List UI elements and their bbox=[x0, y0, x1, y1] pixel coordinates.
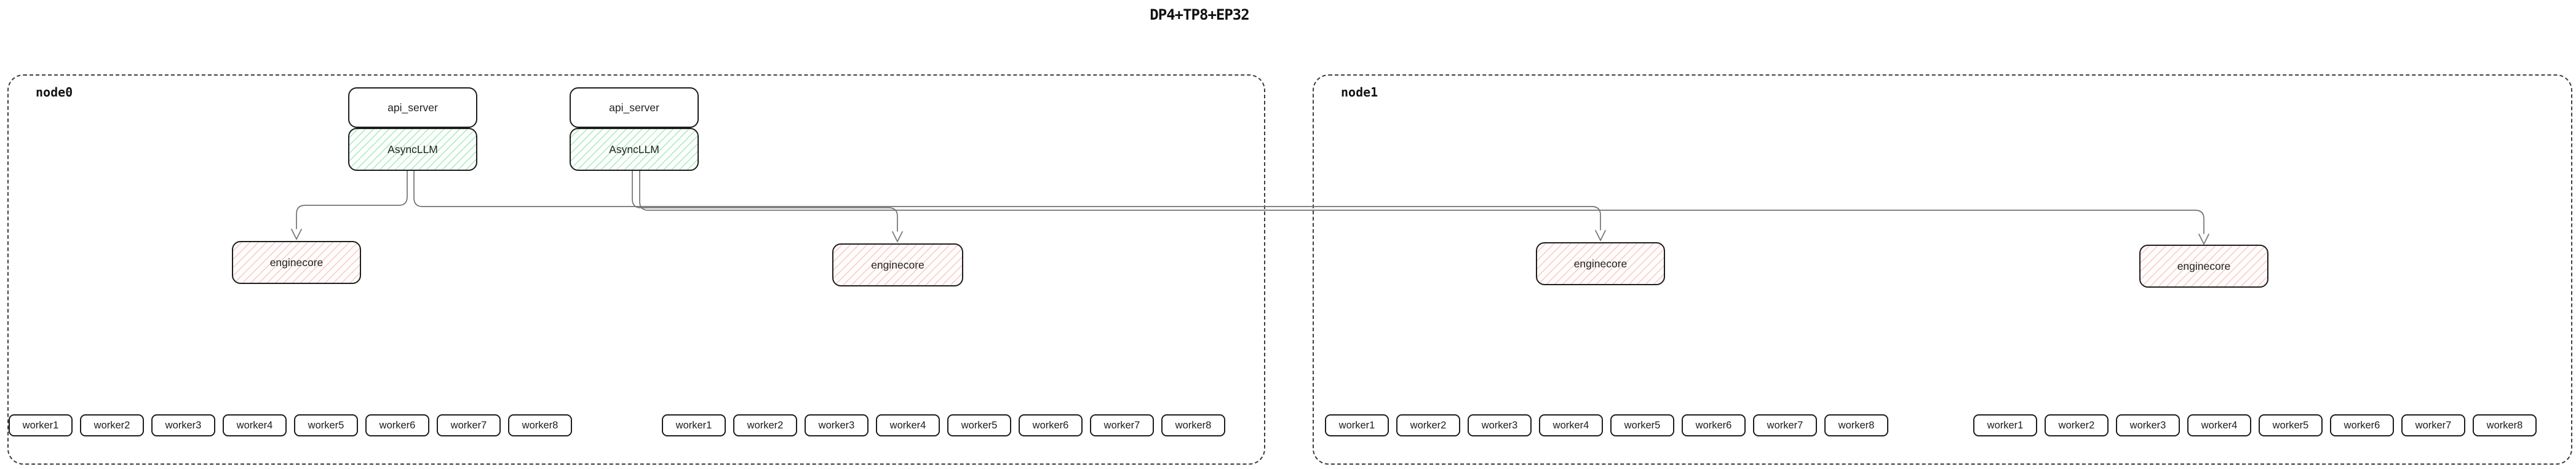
worker-box: worker3 bbox=[1468, 414, 1532, 436]
enginecore-box-4: enginecore bbox=[2139, 245, 2268, 288]
worker-box: worker8 bbox=[2473, 414, 2537, 436]
api-server-box-1: api_server bbox=[348, 87, 477, 128]
async-llm-box-1: AsyncLLM bbox=[348, 128, 477, 171]
worker-box: worker4 bbox=[1539, 414, 1603, 436]
worker-box: worker3 bbox=[805, 414, 869, 436]
worker-box: worker7 bbox=[1753, 414, 1817, 436]
diagram-title: DP4+TP8+EP32 bbox=[1150, 6, 1249, 23]
worker-box: worker5 bbox=[2259, 414, 2323, 436]
worker-box: worker1 bbox=[662, 414, 726, 436]
api-server-box-2: api_server bbox=[570, 87, 699, 128]
worker-box: worker5 bbox=[294, 414, 358, 436]
worker-box: worker5 bbox=[1610, 414, 1674, 436]
worker-box: worker8 bbox=[1824, 414, 1888, 436]
worker-box: worker3 bbox=[151, 414, 215, 436]
node1-container bbox=[1313, 74, 2572, 465]
worker-box: worker6 bbox=[2330, 414, 2394, 436]
node0-container bbox=[7, 74, 1265, 465]
worker-box: worker1 bbox=[1325, 414, 1389, 436]
worker-box: worker1 bbox=[9, 414, 73, 436]
worker-group-node1-2: worker1 worker2 worker3 worker4 worker5 worke… bbox=[1973, 414, 2537, 436]
node0-label: node0 bbox=[36, 85, 73, 100]
worker-box: worker1 bbox=[1973, 414, 2037, 436]
worker-box: worker4 bbox=[876, 414, 940, 436]
worker-box: worker4 bbox=[2187, 414, 2251, 436]
enginecore-box-3: enginecore bbox=[1536, 242, 1665, 285]
worker-box: worker7 bbox=[1090, 414, 1154, 436]
worker-group-node0-2: worker1 worker2 worker3 worker4 worker5 worke… bbox=[662, 414, 1225, 436]
async-llm-box-2: AsyncLLM bbox=[570, 128, 699, 171]
enginecore-box-1: enginecore bbox=[232, 241, 361, 284]
worker-box: worker5 bbox=[947, 414, 1011, 436]
worker-box: worker7 bbox=[437, 414, 501, 436]
worker-group-node1-1: worker1 worker2 worker3 worker4 worker5 worke… bbox=[1325, 414, 1888, 436]
node1-label: node1 bbox=[1341, 85, 1378, 100]
worker-box: worker2 bbox=[1396, 414, 1460, 436]
enginecore-box-2: enginecore bbox=[832, 243, 963, 286]
worker-box: worker4 bbox=[223, 414, 287, 436]
worker-box: worker2 bbox=[733, 414, 797, 436]
worker-box: worker6 bbox=[365, 414, 429, 436]
worker-box: worker8 bbox=[508, 414, 572, 436]
worker-box: worker8 bbox=[1161, 414, 1225, 436]
worker-box: worker2 bbox=[2045, 414, 2109, 436]
worker-group-node0-1: worker1 worker2 worker3 worker4 worker5 worke… bbox=[9, 414, 572, 436]
worker-box: worker6 bbox=[1019, 414, 1083, 436]
worker-box: worker7 bbox=[2401, 414, 2465, 436]
worker-box: worker2 bbox=[80, 414, 144, 436]
worker-box: worker3 bbox=[2116, 414, 2180, 436]
worker-box: worker6 bbox=[1682, 414, 1746, 436]
